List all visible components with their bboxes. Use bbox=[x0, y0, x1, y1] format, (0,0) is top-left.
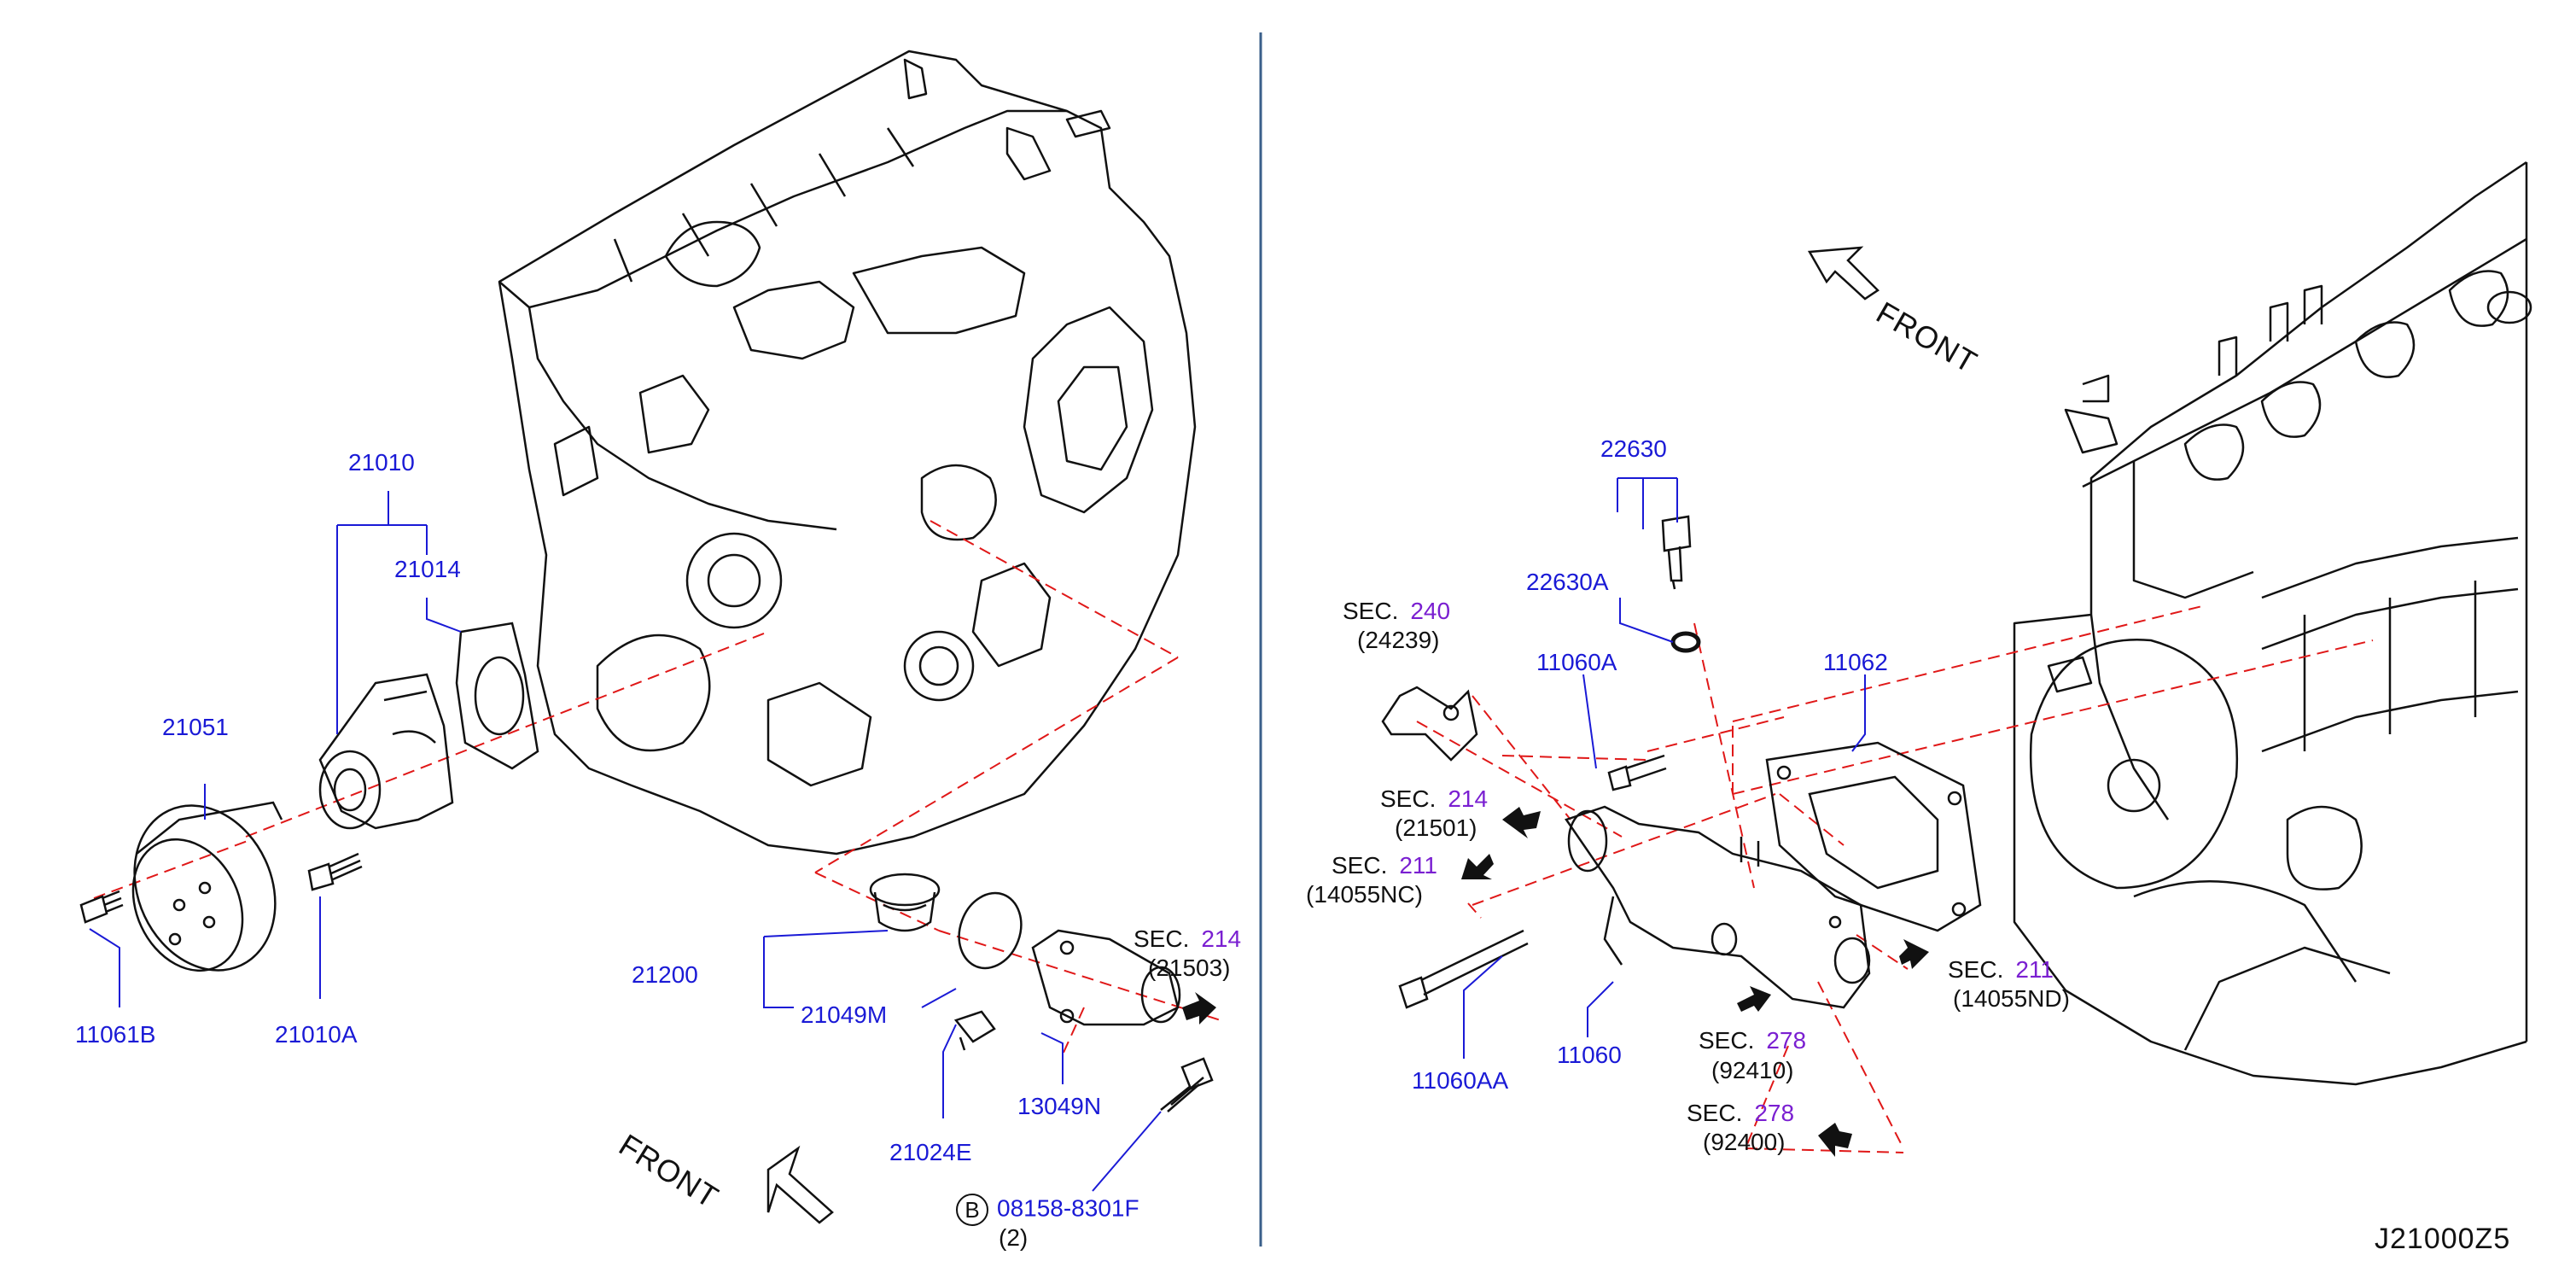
arrow-sec278-a bbox=[1737, 986, 1771, 1012]
long-bolt-11060aa bbox=[1398, 929, 1529, 1009]
thermostat-seal bbox=[958, 891, 1023, 970]
front-arrow-left bbox=[766, 1145, 834, 1224]
sec-word: SEC. bbox=[1380, 785, 1437, 812]
right-engine-block bbox=[2013, 161, 2532, 1086]
clip-21024e bbox=[953, 1010, 996, 1051]
sec-240: SEC. 240 bbox=[1343, 599, 1450, 623]
label-21051: 21051 bbox=[162, 714, 229, 740]
water-pump bbox=[318, 673, 454, 830]
label-11062: 11062 bbox=[1823, 649, 1888, 675]
arrow-sec214-right bbox=[1502, 807, 1541, 838]
sec-214-right-ref: (21501) bbox=[1395, 814, 1477, 841]
label-11060: 11060 bbox=[1557, 1042, 1622, 1068]
bolt-callout: B 08158-8301F bbox=[956, 1194, 1139, 1226]
sec-number: 278 bbox=[1754, 1100, 1795, 1126]
sec-278-a-ref: (92410) bbox=[1711, 1057, 1794, 1083]
right-leaders bbox=[1463, 477, 1866, 1059]
water-pump-pulley bbox=[131, 801, 283, 972]
label-21010a: 21010A bbox=[275, 1021, 358, 1048]
bolt-21010a bbox=[307, 852, 363, 891]
label-22630a: 22630A bbox=[1526, 569, 1609, 595]
sec-number: 211 bbox=[2015, 956, 2054, 983]
sec-211-nd-ref: (14055ND) bbox=[1953, 985, 2070, 1012]
sec-240-ref: (24239) bbox=[1357, 627, 1440, 653]
sec-278-b-ref: (92400) bbox=[1703, 1129, 1786, 1155]
sec-278-b: SEC. 278 bbox=[1687, 1101, 1794, 1125]
label-11061b: 11061B bbox=[75, 1021, 156, 1048]
sec-word: SEC. bbox=[1134, 925, 1190, 952]
sec-number: 214 bbox=[1448, 785, 1489, 812]
sec-word: SEC. bbox=[1332, 852, 1388, 879]
bracket-24239 bbox=[1381, 686, 1478, 762]
sec-214-left: SEC. 214 bbox=[1134, 927, 1241, 951]
bolt-11060a bbox=[1607, 754, 1667, 791]
label-11060a: 11060A bbox=[1536, 649, 1617, 675]
label-21010: 21010 bbox=[348, 449, 415, 476]
sec-word: SEC. bbox=[1343, 598, 1399, 624]
label-11060aa: 11060AA bbox=[1412, 1067, 1509, 1094]
water-pump-gasket bbox=[455, 622, 539, 770]
front-arrow-right bbox=[1807, 246, 1880, 301]
sec-211-nd: SEC. 211 bbox=[1948, 958, 2054, 982]
sec-word: SEC. bbox=[1699, 1027, 1755, 1054]
sec-211-nc: SEC. 211 bbox=[1332, 854, 1437, 878]
bolt-circle-marker: B bbox=[956, 1194, 988, 1226]
sec-number: 278 bbox=[1766, 1027, 1807, 1054]
sec-word: SEC. bbox=[1948, 956, 2004, 983]
sec-278-a: SEC. 278 bbox=[1699, 1029, 1806, 1053]
sec-number: 214 bbox=[1201, 925, 1242, 952]
left-leaders bbox=[89, 491, 1162, 1192]
sec-211-nc-ref: (14055NC) bbox=[1306, 881, 1423, 908]
sensor-o-ring bbox=[1670, 631, 1701, 653]
sec-214-left-ref: (21503) bbox=[1148, 955, 1231, 981]
arrow-sec211-nd bbox=[1899, 939, 1929, 969]
sec-word: SEC. bbox=[1687, 1100, 1743, 1126]
thermostat bbox=[869, 873, 941, 932]
right-centerlines bbox=[1416, 605, 2374, 1153]
arrow-sec214-left bbox=[1182, 992, 1216, 1025]
bolt-11061b bbox=[79, 890, 124, 924]
diagram-id: J21000Z5 bbox=[2375, 1223, 2511, 1255]
label-21049m: 21049M bbox=[801, 1001, 888, 1028]
temperature-sensor bbox=[1661, 515, 1692, 590]
water-inlet bbox=[1031, 929, 1181, 1026]
arrow-sec211-nc bbox=[1461, 854, 1494, 879]
label-bolt-qty: (2) bbox=[999, 1224, 1029, 1251]
label-13049n: 13049N bbox=[1017, 1093, 1102, 1119]
water-outlet bbox=[1565, 805, 1871, 1009]
arrow-sec278-b bbox=[1818, 1123, 1852, 1157]
label-08158-8301f: 08158-8301F bbox=[997, 1194, 1139, 1222]
sec-number: 240 bbox=[1410, 598, 1451, 624]
sec-number: 211 bbox=[1399, 852, 1437, 879]
left-centerlines bbox=[93, 520, 1221, 1055]
bolt-08158 bbox=[1160, 1057, 1214, 1112]
water-outlet-gasket bbox=[1765, 741, 1982, 932]
label-21024e: 21024E bbox=[889, 1139, 972, 1165]
label-21200: 21200 bbox=[632, 961, 698, 988]
sec-214-right: SEC. 214 bbox=[1380, 787, 1488, 811]
label-22630: 22630 bbox=[1600, 435, 1667, 462]
label-21014: 21014 bbox=[394, 556, 461, 582]
left-engine-block bbox=[498, 50, 1197, 855]
